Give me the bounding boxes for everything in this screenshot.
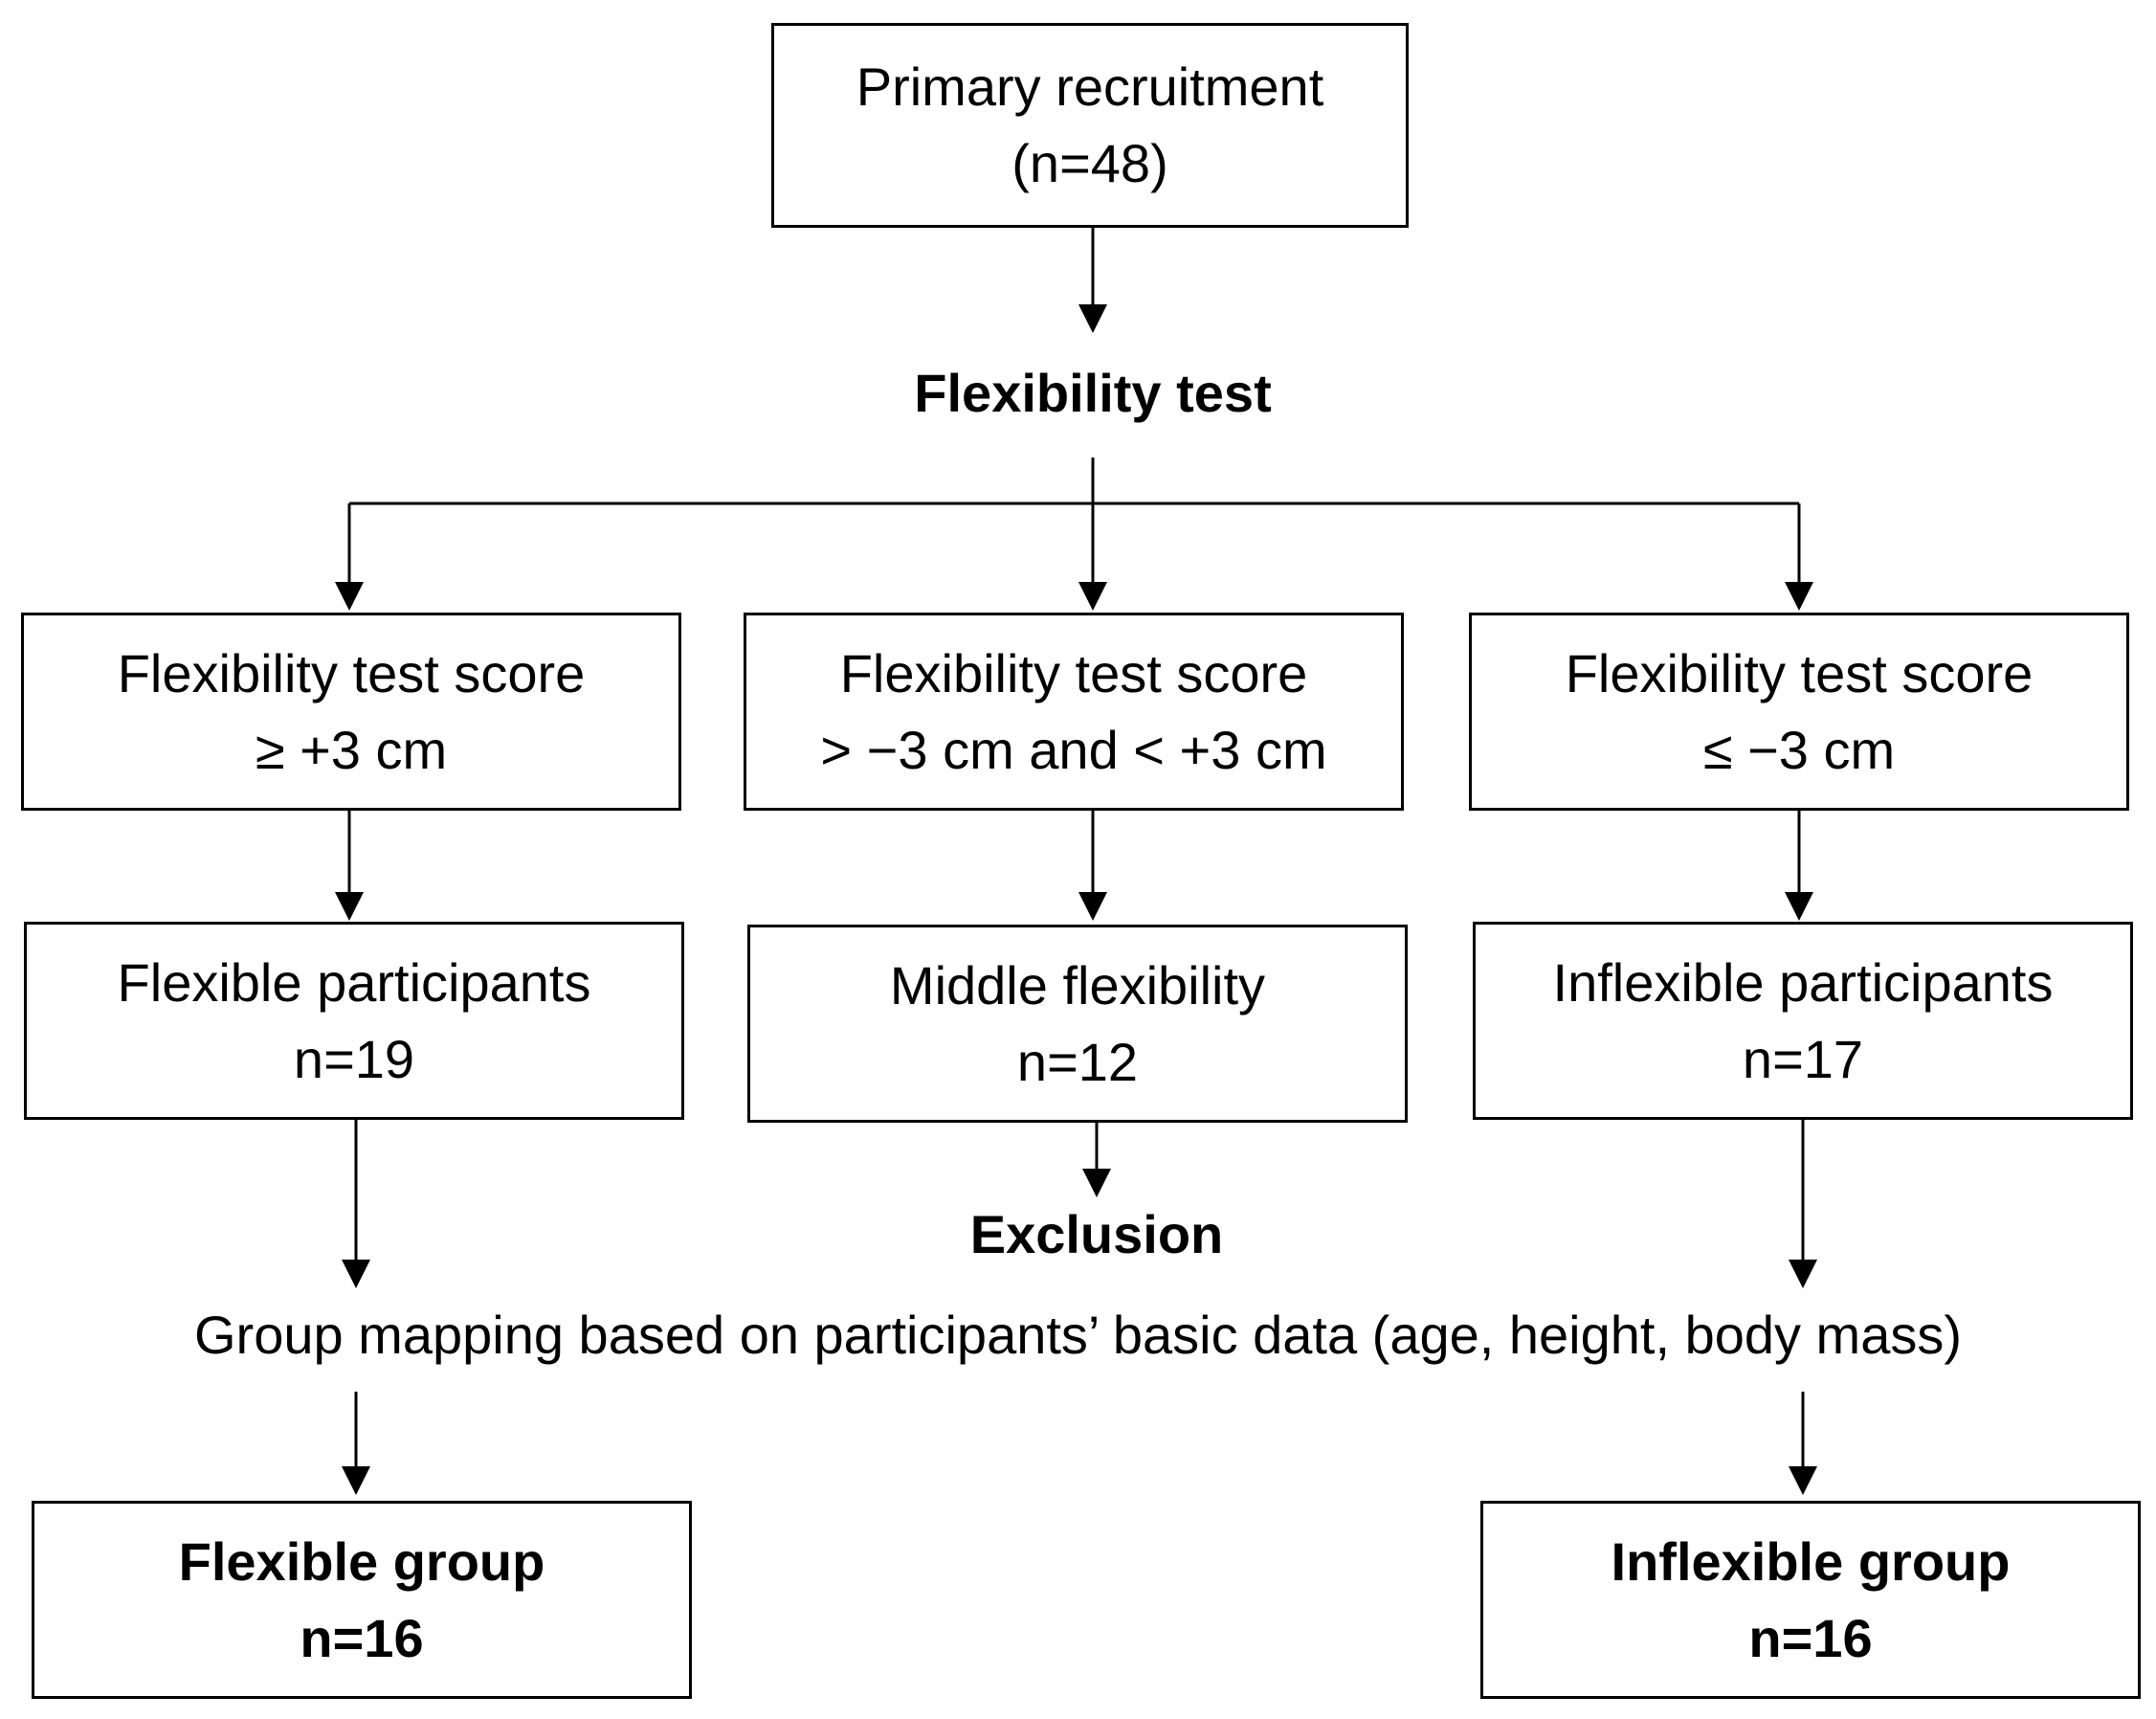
node-score-low-line2: ≤ −3 cm (1702, 719, 1896, 780)
node-score-mid-line1: Flexibility test score (839, 642, 1308, 703)
node-score-low-line1: Flexibility test score (1565, 642, 2034, 703)
node-exclusion: Exclusion (969, 1204, 1224, 1264)
node-inflexible-group: Inflexible group n=16 (1480, 1501, 2141, 1699)
node-flexible-group: Flexible group n=16 (32, 1501, 692, 1699)
node-middle-flexibility-line1: Middle flexibility (889, 954, 1266, 1016)
node-score-high: Flexibility test score ≥ +3 cm (21, 613, 681, 811)
node-inflexible-group-line1: Inflexible group (1611, 1530, 2011, 1592)
node-inflexible-participants-line2: n=17 (1742, 1028, 1864, 1089)
node-primary-recruitment-line2: (n=48) (1011, 133, 1168, 193)
node-inflexible-group-line2: n=16 (1748, 1607, 1873, 1668)
node-flexible-group-line2: n=16 (300, 1607, 424, 1668)
node-flexible-participants-line2: n=19 (293, 1028, 415, 1089)
node-score-mid: Flexibility test score > −3 cm and < +3 … (744, 613, 1404, 811)
node-inflexible-participants-line1: Inflexible participants (1552, 951, 2054, 1013)
node-middle-flexibility-line2: n=12 (1016, 1031, 1139, 1092)
node-flexible-group-line1: Flexible group (178, 1530, 545, 1592)
node-group-mapping: Group mapping based on participants’ bas… (193, 1305, 1962, 1365)
node-middle-flexibility: Middle flexibility n=12 (747, 925, 1408, 1123)
node-flexible-participants-line1: Flexible participants (117, 951, 591, 1013)
node-score-low: Flexibility test score ≤ −3 cm (1469, 613, 2129, 811)
node-inflexible-participants: Inflexible participants n=17 (1473, 922, 2133, 1120)
node-score-high-line1: Flexibility test score (117, 642, 586, 703)
node-primary-recruitment-line1: Primary recruitment (856, 56, 1324, 117)
node-flexibility-test: Flexibility test (914, 363, 1272, 423)
node-score-high-line2: ≥ +3 cm (255, 719, 448, 780)
node-score-mid-line2: > −3 cm and < +3 cm (820, 719, 1327, 780)
node-flexible-participants: Flexible participants n=19 (24, 922, 684, 1120)
node-primary-recruitment: Primary recruitment (n=48) (771, 23, 1409, 228)
